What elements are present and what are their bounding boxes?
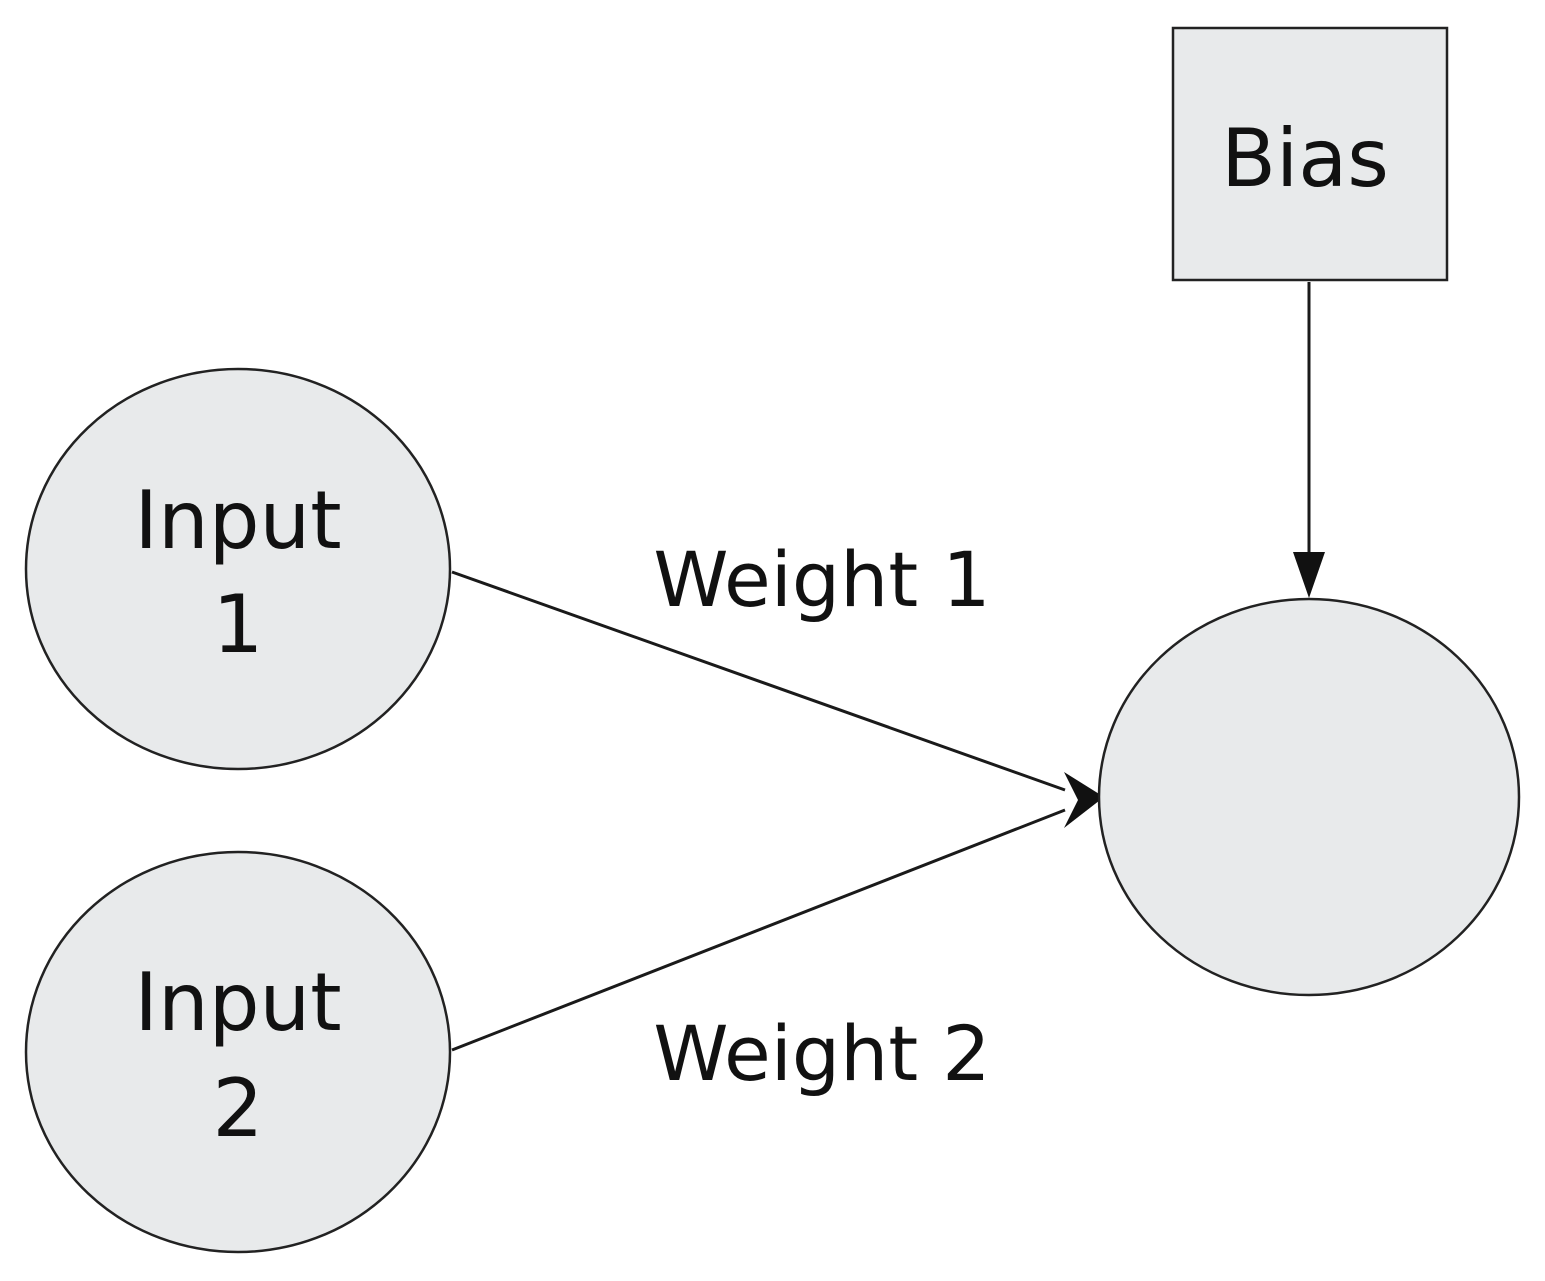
input1-node <box>24 367 452 771</box>
bias-label: Bias <box>1221 112 1389 205</box>
input2-label-line2: 2 <box>213 1062 264 1155</box>
bias-node <box>1171 26 1449 282</box>
input1-label-line1: Input <box>134 474 341 567</box>
input2-label-line1: Input <box>134 956 341 1049</box>
input2-node <box>24 850 452 1254</box>
input1-to-output-edge <box>451 570 1066 792</box>
input1-label-line2: 1 <box>213 578 264 671</box>
output-edge-arrowhead <box>1064 772 1104 828</box>
weight1-label: Weight 1 <box>653 535 990 624</box>
input2-to-output-edge <box>451 808 1066 1052</box>
output-node <box>1097 597 1521 997</box>
weight2-label: Weight 2 <box>653 1009 990 1098</box>
bias-edge-arrowhead <box>1293 552 1325 598</box>
